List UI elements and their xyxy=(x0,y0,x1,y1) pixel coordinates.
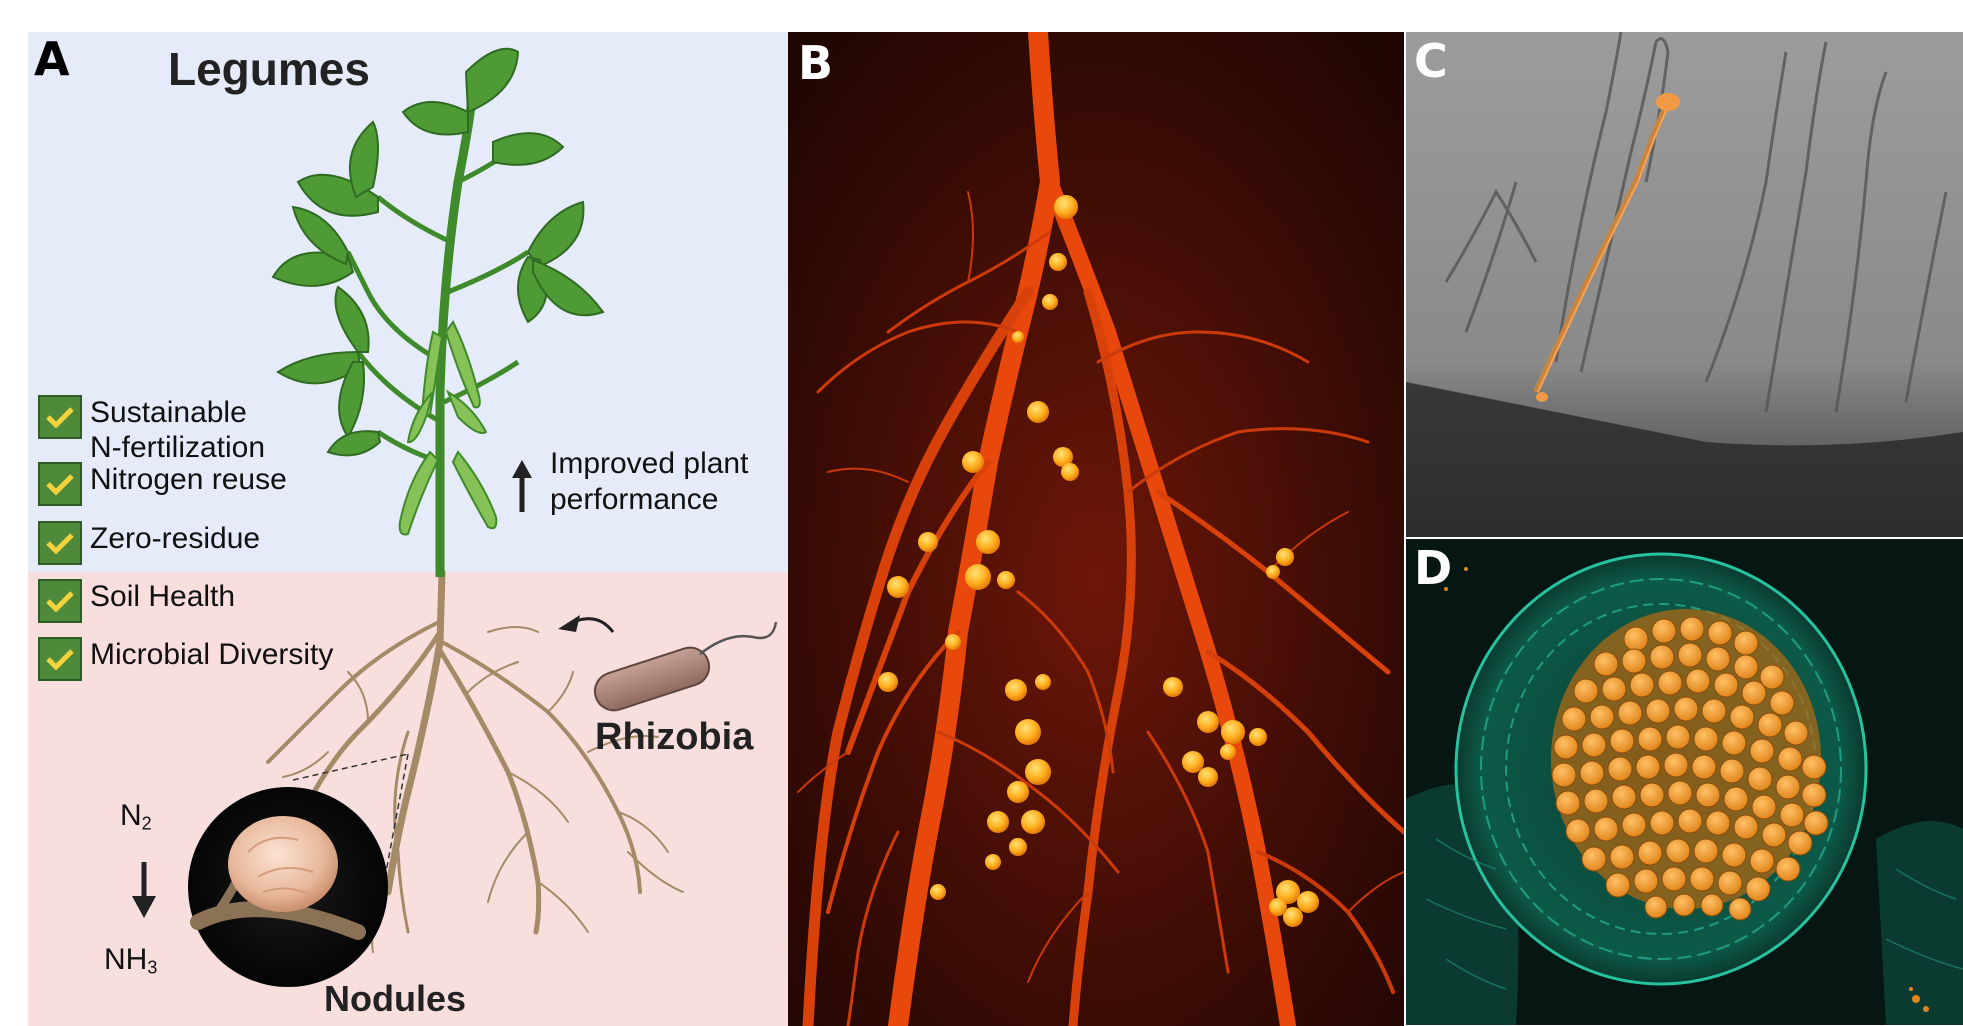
benefit-text: Microbial Diversity xyxy=(90,638,334,671)
nodules-label: Nodules xyxy=(324,978,467,1019)
panel-b-root-fluorescence: B xyxy=(788,32,1404,1026)
magnifier-guide-lines xyxy=(292,753,409,873)
check-icon xyxy=(38,637,82,681)
sky-background xyxy=(28,32,788,572)
seed-pods xyxy=(398,320,498,536)
root-hairs xyxy=(1444,32,1948,413)
check-icon xyxy=(38,395,82,439)
benefit-item-zero-residue: Zero-residue xyxy=(38,521,260,565)
fluorescent-roots xyxy=(797,32,1404,1026)
legume-illustration xyxy=(28,32,788,1026)
rhizobia-label: Rhizobia xyxy=(595,716,754,758)
check-icon xyxy=(38,521,82,565)
benefit-text-line1: Sustainable xyxy=(90,396,247,429)
check-icon xyxy=(38,579,82,623)
plant-leaves xyxy=(271,47,605,457)
fluorescent-nodules xyxy=(878,195,1319,927)
infected-cells xyxy=(1551,616,1829,921)
check-icon xyxy=(38,462,82,506)
panel-label-a: A xyxy=(34,32,70,86)
rhizobia-bacterium-icon xyxy=(593,621,778,712)
panel-a-legume-diagram: A Legumes Sustainable N-fertilization Ni… xyxy=(28,32,788,1026)
nodule-icon xyxy=(228,816,338,912)
improved-line2: performance xyxy=(550,483,719,516)
legumes-title: Legumes xyxy=(168,43,370,95)
improved-line1: Improved plant xyxy=(550,447,749,480)
improved-performance-label: Improved plant performance xyxy=(550,446,748,518)
benefit-item-microbial-diversity: Microbial Diversity xyxy=(38,637,333,681)
panel-d-nodule-cross-section: D xyxy=(1406,539,1963,1025)
benefit-item-sustainable: Sustainable N-fertilization xyxy=(38,395,265,465)
nodule-magnifier xyxy=(188,787,388,987)
arrow-down-icon xyxy=(132,862,156,918)
infection-thread xyxy=(1533,105,1669,394)
panel-c-root-hair-microscopy: C xyxy=(1406,32,1963,537)
nodule-cross-section-image xyxy=(1406,539,1963,1025)
plant-branches xyxy=(345,140,530,465)
benefit-text-line2: N-fertilization xyxy=(90,431,266,464)
n2-label: N2 xyxy=(120,799,152,834)
root-hair-microscopy-image xyxy=(1406,32,1963,537)
nh3-label: NH3 xyxy=(104,943,158,978)
benefit-text: Soil Health xyxy=(90,580,236,613)
curved-arrow-icon xyxy=(558,615,615,633)
benefit-text: Nitrogen reuse xyxy=(90,463,287,496)
benefit-item-soil-health: Soil Health xyxy=(38,579,235,623)
arrow-up-icon xyxy=(512,460,532,512)
root-fluorescence-image xyxy=(788,32,1404,1026)
panel-label-b: B xyxy=(798,36,834,90)
benefit-item-nitrogen-reuse: Nitrogen reuse xyxy=(38,462,287,506)
panel-label-c: C xyxy=(1414,34,1448,88)
panel-label-d: D xyxy=(1414,541,1453,595)
benefit-text: Zero-residue xyxy=(90,522,261,555)
scattered-bacteria xyxy=(1433,567,1929,1012)
